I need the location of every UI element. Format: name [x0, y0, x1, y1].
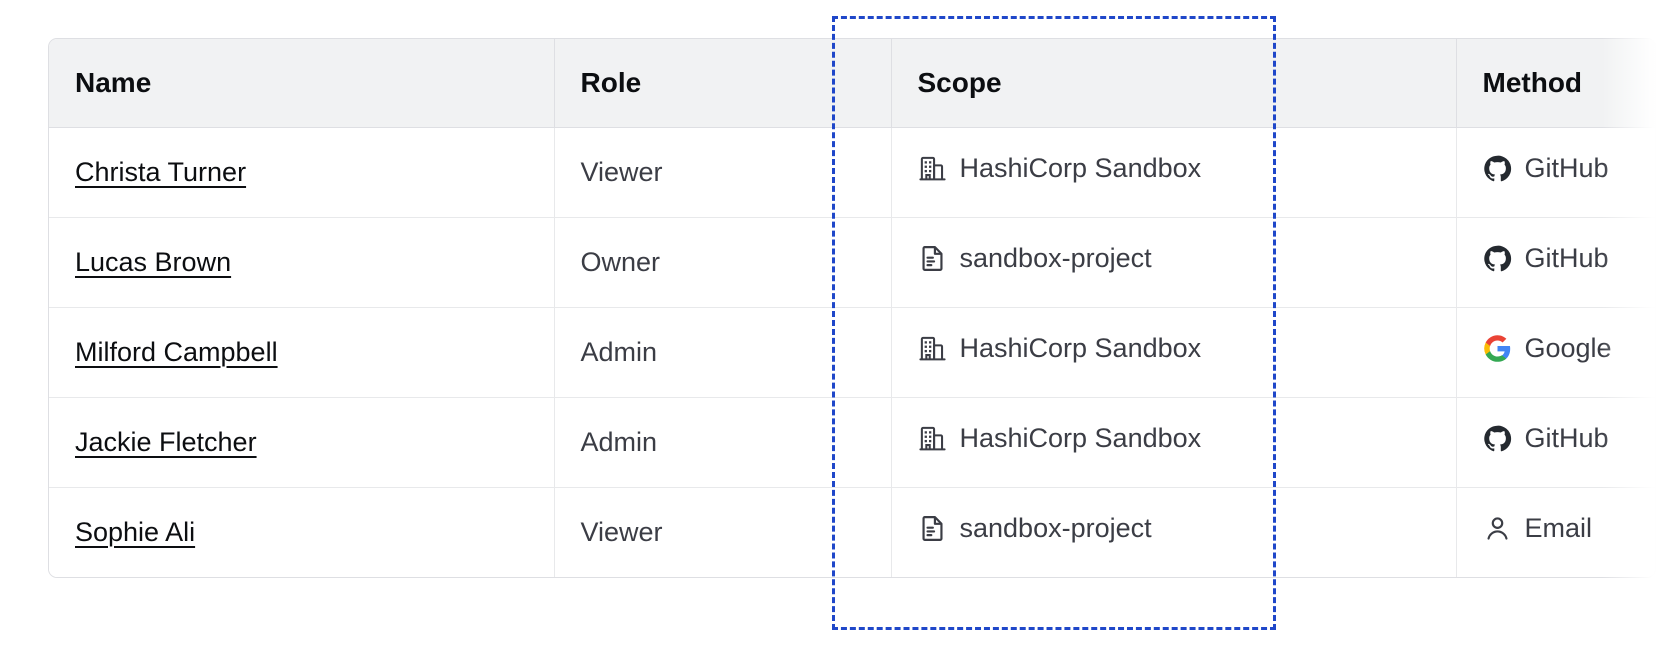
user-name-link[interactable]: Jackie Fletcher: [75, 426, 257, 457]
cell-method: Google: [1456, 307, 1655, 398]
cell-method: Email: [1456, 487, 1655, 577]
scope-label: sandbox-project: [959, 513, 1152, 544]
column-header-scope[interactable]: Scope: [891, 39, 1457, 128]
cell-scope: sandbox-project: [891, 487, 1457, 577]
organization-building-icon: [918, 424, 947, 453]
cell-role: Admin: [554, 307, 892, 398]
cell-role: Viewer: [554, 127, 892, 218]
user-name-link[interactable]: Christa Turner: [75, 156, 247, 187]
cell-method: GitHub: [1456, 397, 1655, 488]
cell-role: Owner: [554, 217, 892, 308]
scope-label: HashiCorp Sandbox: [959, 333, 1202, 363]
scope-label: HashiCorp Sandbox: [959, 153, 1202, 183]
cell-name: Sophie Ali: [49, 487, 555, 577]
user-name-link[interactable]: Lucas Brown: [75, 246, 232, 277]
cell-name: Jackie Fletcher: [49, 397, 555, 488]
cell-name: Christa Turner: [49, 127, 555, 218]
method-label: GitHub: [1524, 153, 1609, 183]
scope-label: HashiCorp Sandbox: [959, 423, 1202, 453]
table-row[interactable]: Milford Campbell Admin HashiCorp Sandbox Go…: [49, 307, 1655, 398]
user-name-link[interactable]: Milford Campbell: [75, 336, 278, 367]
user-person-icon: [1483, 514, 1512, 543]
method-label: Google: [1524, 333, 1612, 363]
cell-scope: HashiCorp Sandbox: [891, 127, 1457, 218]
project-document-icon: [918, 514, 947, 543]
project-document-icon: [918, 244, 947, 273]
scope-label: sandbox-project: [959, 243, 1152, 273]
organization-building-icon: [918, 334, 947, 363]
organization-building-icon: [918, 154, 947, 183]
method-label: GitHub: [1524, 243, 1609, 273]
cell-name: Milford Campbell: [49, 307, 555, 398]
table-header: Name Role Scope Method: [49, 39, 1655, 128]
table-row[interactable]: Jackie Fletcher Admin HashiCorp Sandbox Git…: [49, 397, 1655, 488]
cell-scope: sandbox-project: [891, 217, 1457, 308]
cell-role: Admin: [554, 397, 892, 488]
method-label: Email: [1524, 513, 1593, 544]
table-row[interactable]: Lucas Brown Owner sandbox-project GitHub: [49, 217, 1655, 308]
column-header-name[interactable]: Name: [49, 39, 555, 128]
cell-name: Lucas Brown: [49, 217, 555, 308]
cell-scope: HashiCorp Sandbox: [891, 307, 1457, 398]
table-header-row: Name Role Scope Method: [49, 39, 1655, 128]
column-header-method[interactable]: Method: [1456, 39, 1655, 128]
method-label: GitHub: [1524, 423, 1609, 453]
user-name-link[interactable]: Sophie Ali: [75, 516, 196, 547]
google-icon: [1483, 334, 1512, 363]
github-icon: [1483, 154, 1512, 183]
cell-role: Viewer: [554, 487, 892, 577]
table-row[interactable]: Sophie Ali Viewer sandbox-project Email: [49, 487, 1655, 577]
cell-method: GitHub: [1456, 127, 1655, 218]
table-row[interactable]: Christa Turner Viewer HashiCorp Sandbox Git…: [49, 127, 1655, 218]
cell-scope: HashiCorp Sandbox: [891, 397, 1457, 488]
column-header-role[interactable]: Role: [554, 39, 892, 128]
github-icon: [1483, 244, 1512, 273]
github-icon: [1483, 424, 1512, 453]
cell-method: GitHub: [1456, 217, 1655, 308]
